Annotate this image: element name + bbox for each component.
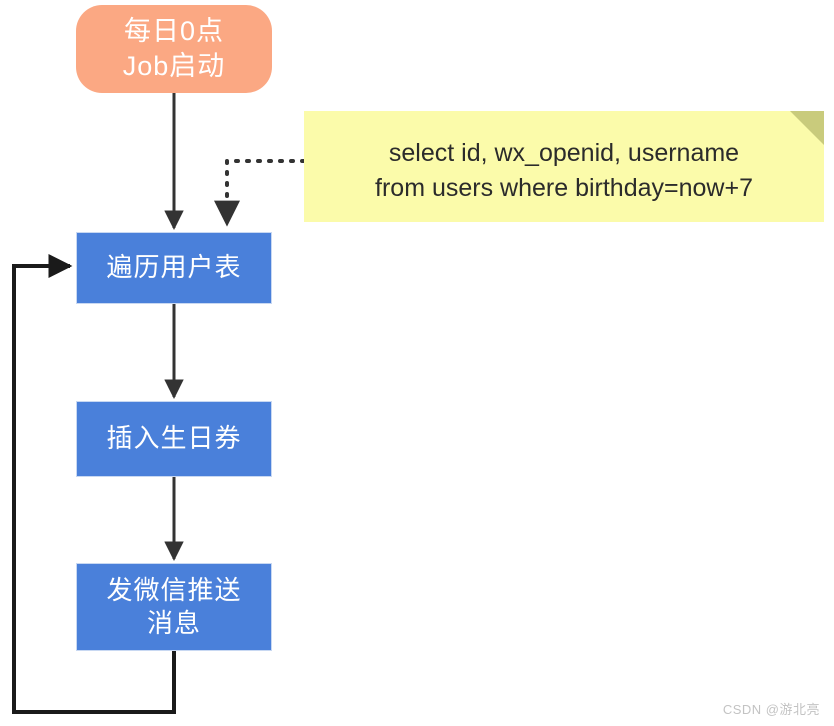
watermark: CSDN @游北亮	[722, 702, 820, 717]
node-send-wechat-push-message[interactable]: 发微信推送 消息	[76, 563, 272, 651]
sql-note[interactable]: select id, wx_openid, username from user…	[304, 111, 824, 222]
node-insert-birthday-coupon[interactable]: 插入生日券	[76, 401, 272, 477]
edge-push-to-traverse-loop	[12, 254, 176, 714]
node-start[interactable]: 每日0点 Job启动	[76, 5, 272, 93]
node-traverse-user-table[interactable]: 遍历用户表	[76, 232, 272, 304]
note-fold-corner-icon	[790, 111, 824, 145]
edge-note-to-traverse	[214, 159, 306, 227]
sql-note-text: select id, wx_openid, username from user…	[375, 139, 753, 202]
